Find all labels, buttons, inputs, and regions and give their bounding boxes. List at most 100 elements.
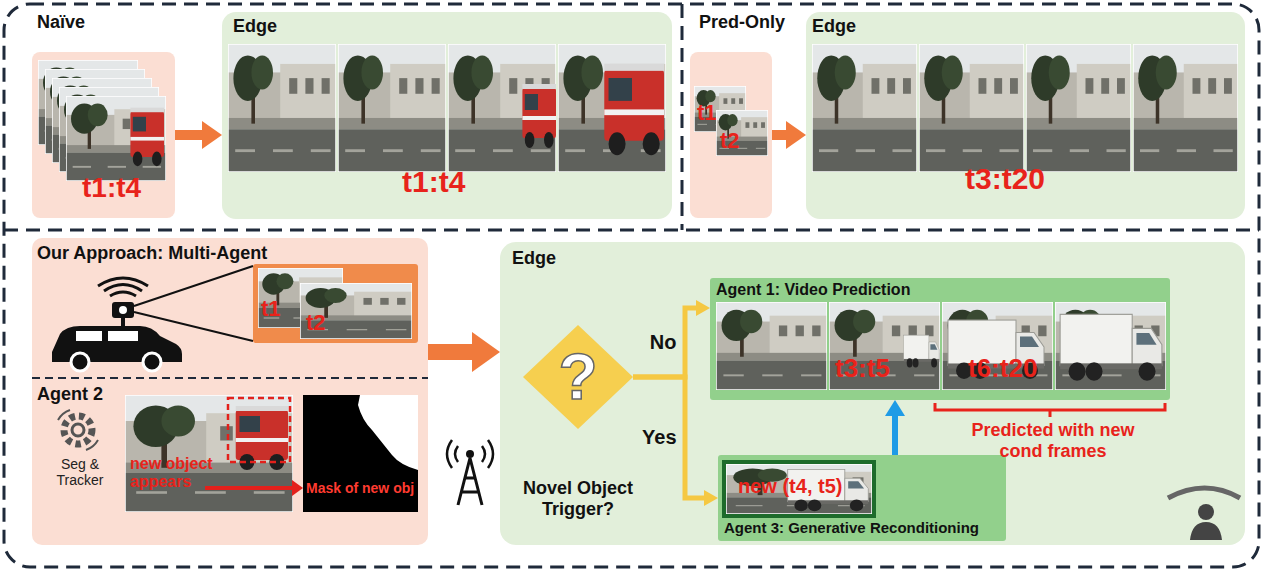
frame-strip [558, 44, 666, 172]
frame-range: new (t4, t5) [738, 475, 842, 498]
vehicle-icon [52, 266, 253, 371]
section-border [681, 4, 684, 230]
frame-stack [66, 96, 166, 181]
camera-frame [236, 406, 288, 470]
driver-icon [1190, 522, 1222, 540]
frame-strip [604, 64, 664, 155]
annotation: Mask of new obj [306, 480, 414, 496]
generated-frame [724, 462, 874, 516]
gear-icon [58, 410, 98, 450]
connector-arrow [772, 130, 786, 140]
section-border [4, 4, 1259, 567]
camera-frame [228, 398, 290, 462]
driver-icon [1168, 488, 1240, 540]
decision-diamond: ?Novel Object Trigger? [523, 325, 633, 429]
frame-strip [1133, 44, 1238, 172]
frame-strip [716, 302, 1166, 390]
panel-title: Our Approach: Multi-Agent [37, 243, 267, 264]
mask-image [303, 395, 418, 512]
gear-icon [72, 424, 84, 436]
divider [32, 377, 428, 379]
frame-range: t1 [697, 100, 717, 125]
frame-range: t1 [261, 296, 281, 321]
edge-label: No [650, 331, 677, 354]
frame-strip [338, 44, 446, 172]
agent-title: Agent 1: Video Prediction [716, 281, 910, 299]
edge-label: Yes [642, 426, 676, 449]
frame-strip [812, 44, 917, 172]
panel-title: Agent 2 [37, 384, 103, 405]
vehicle-icon [143, 353, 161, 371]
icon-caption: Seg & Tracker [44, 456, 116, 488]
frame-strip [522, 84, 556, 148]
panel-title: Edge [512, 248, 556, 269]
panel-title: Naïve [37, 12, 85, 33]
decision-caption: Novel Object Trigger? [508, 478, 648, 519]
gear-icon [64, 416, 92, 444]
generated-frame [788, 469, 869, 511]
frame-range: t1:t4 [402, 165, 465, 200]
question-mark: ? [523, 325, 633, 429]
frame-strip [228, 44, 336, 172]
connector-arrow [633, 377, 704, 498]
driver-icon [1198, 504, 1214, 520]
agent-title: Agent 3: Generative Reconditioning [724, 519, 979, 536]
mask-image [303, 395, 418, 512]
connector-arrow [428, 344, 472, 360]
section-border [4, 4, 1259, 567]
connector-arrow [633, 308, 696, 377]
camera-frame [125, 395, 303, 512]
frame-range: t2 [306, 310, 326, 335]
frame-strip [948, 320, 1044, 379]
frame-pair [694, 86, 768, 156]
frame-strip [812, 44, 1238, 172]
bracket [935, 403, 1165, 417]
connector-arrow [175, 130, 202, 140]
divider [32, 378, 428, 379]
frame-strip [228, 44, 666, 172]
gear-icon [58, 410, 98, 450]
generated-frame [726, 464, 872, 514]
vehicle-icon [71, 353, 89, 371]
frame-strip [1055, 302, 1166, 390]
driver-icon [1168, 488, 1240, 498]
vehicle-icon [112, 302, 134, 318]
panel-title: Edge [812, 16, 856, 37]
camera-frame [292, 480, 303, 496]
section-border [4, 229, 1259, 232]
frame-stack [38, 60, 166, 181]
frame-range: t3:t5 [835, 354, 890, 384]
frame-strip [904, 335, 940, 367]
vehicle-icon [118, 305, 128, 315]
mask-image [358, 395, 418, 470]
diamond-outline [523, 325, 633, 429]
frame-range: t6:t20 [968, 354, 1037, 384]
frame-strip [716, 302, 827, 390]
vehicle-icon [98, 278, 148, 296]
frame-pair [258, 268, 412, 339]
generated-frame [724, 462, 874, 516]
frame-stack [130, 108, 164, 167]
frame-pair [716, 110, 768, 156]
frame-strip [1026, 44, 1131, 172]
frame-strip [448, 44, 556, 172]
panel-title: Pred-Only [699, 12, 785, 33]
frame-range: t1:t4 [82, 172, 141, 204]
frame-strip [919, 44, 1024, 172]
connector-arrow [892, 416, 898, 455]
vehicle-icon [108, 331, 138, 341]
tower-icon [447, 440, 493, 505]
frame-strip [1060, 314, 1162, 381]
camera-frame [125, 395, 293, 512]
tower-icon [447, 440, 493, 468]
tower-icon [466, 450, 474, 458]
frame-pair [300, 283, 412, 339]
annotation: Predicted with new cond frames [958, 420, 1148, 461]
bracket [935, 403, 1165, 417]
frame-range: t2 [720, 128, 740, 153]
panel-title: Edge [233, 16, 277, 37]
camera-frame [205, 486, 292, 490]
annotation: new object appears [130, 455, 230, 492]
frame-strip [829, 302, 940, 390]
frame-range: t3:t20 [965, 162, 1045, 197]
